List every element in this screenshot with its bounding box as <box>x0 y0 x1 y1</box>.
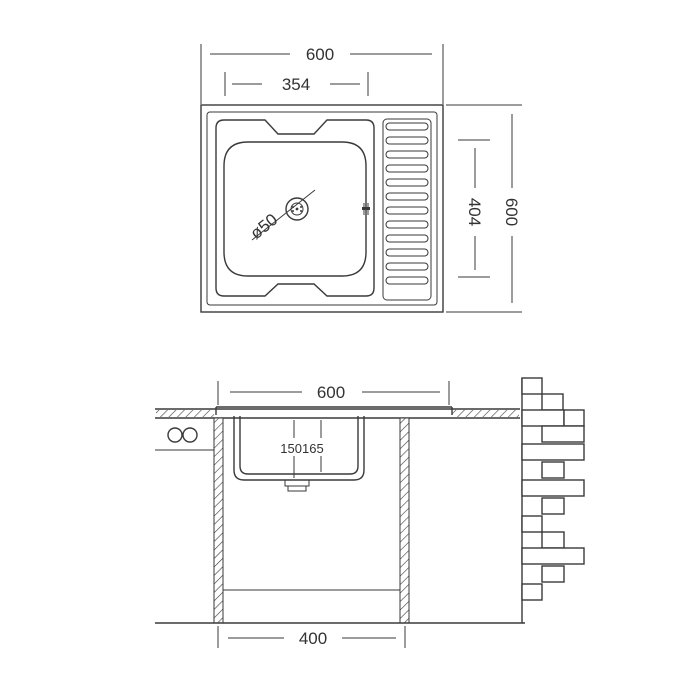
countertop <box>155 408 520 451</box>
bowl-width-label: 354 <box>282 75 310 94</box>
overflow-hole <box>362 203 370 215</box>
top-depth-label: 600 <box>502 198 521 226</box>
section-top-width-dimension: 600 <box>217 381 450 405</box>
section-bottom-width-label: 400 <box>299 629 327 648</box>
sink-profile: 150165 <box>215 406 453 492</box>
section-top-width-label: 600 <box>317 383 345 402</box>
top-view: 600 354 ø50 <box>200 44 522 313</box>
bowl-depth-label: 404 <box>465 198 484 226</box>
cabinet-left-panel <box>213 417 224 624</box>
cabinet-right-panel <box>399 417 410 624</box>
section-bottom-width-dimension: 400 <box>217 626 406 648</box>
drawer-knobs <box>167 427 198 443</box>
section-view: 600 150165 <box>155 377 585 648</box>
bowl-outer-contour <box>215 119 375 297</box>
top-depth-dimension: 600 <box>446 104 522 313</box>
bowl-inner-basin <box>223 141 367 277</box>
bowl-width-dimension: 354 <box>224 72 369 96</box>
top-width-dimension: 600 <box>200 44 444 104</box>
drain: ø50 <box>247 189 316 243</box>
bowl-depth-dimension: 404 <box>458 139 490 278</box>
drain-diameter-label: ø50 <box>247 210 282 243</box>
sink-outline <box>200 104 444 313</box>
bowl-depth-labels: 150165 <box>280 441 323 456</box>
drainer-slots <box>382 118 432 301</box>
sink-rim <box>206 111 438 306</box>
top-width-label: 600 <box>306 45 334 64</box>
brick-wall <box>521 377 585 623</box>
